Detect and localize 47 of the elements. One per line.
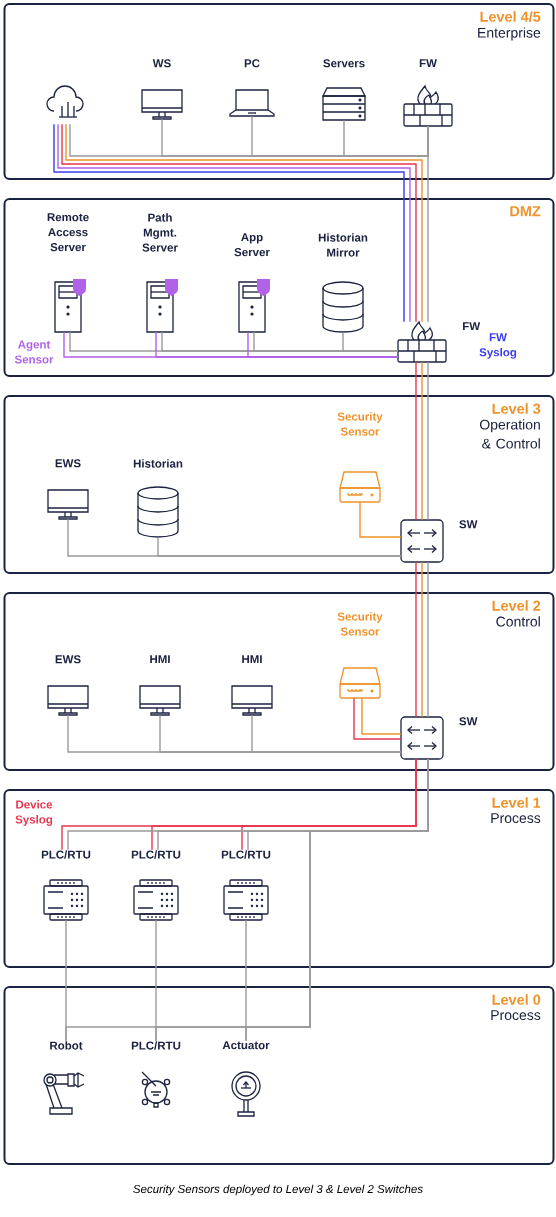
connector-line: [415, 561, 417, 718]
connector-line: [65, 919, 67, 1042]
connector-line: [361, 697, 402, 735]
sensor-label: Security Sensor: [337, 412, 383, 436]
connector-line: [421, 361, 423, 521]
device-label: PLC/RTU: [131, 1041, 181, 1050]
caption: Security Sensors deployed to Level 3 & Level 2 Switches: [133, 1184, 423, 1196]
device-label: Actuator: [222, 1041, 270, 1050]
device-label: PLC/RTU: [221, 850, 271, 859]
device-label: Remote Access Server: [47, 213, 89, 252]
connector-line: [245, 919, 247, 1042]
device-label: SW: [459, 717, 478, 726]
device-label: FW: [463, 322, 481, 331]
connector-line: [342, 331, 399, 352]
connector-line: [353, 697, 402, 740]
device-label: PC: [244, 59, 260, 68]
fw-syslog-label: FW Syslog: [479, 333, 517, 359]
device-label: HMI: [150, 655, 170, 664]
cloud-icon: [46, 85, 84, 118]
device-label: Historian: [133, 459, 183, 468]
connector-line: [343, 119, 429, 157]
device-label: Robot: [50, 1041, 83, 1050]
device-label: WS: [152, 59, 171, 68]
connector-line: [247, 331, 399, 358]
device-label: PLC/RTU: [131, 850, 181, 859]
device-label: SW: [459, 520, 478, 529]
connector-line: [427, 361, 429, 521]
connector-line: [359, 501, 402, 538]
device-label: FW: [419, 59, 437, 68]
sensor-label: Security Sensor: [337, 612, 383, 636]
device-label: Historian Mirror: [318, 233, 368, 257]
connector-line: [155, 919, 157, 1042]
device-label: EWS: [55, 459, 81, 468]
device-label: EWS: [55, 655, 81, 664]
connector-line: [415, 361, 417, 521]
agent-sensor-label: Agent Sensor: [14, 340, 54, 364]
device-label: Servers: [323, 59, 365, 68]
connector-line: [427, 561, 429, 718]
connector-line: [421, 561, 423, 718]
device-label: App Server: [234, 233, 270, 257]
device-syslog-label: Device Syslog: [15, 800, 53, 826]
device-label: PLC/RTU: [41, 850, 91, 859]
device-label: HMI: [242, 655, 262, 664]
connector-line: [157, 536, 402, 557]
device-label: Path Mgmt. Server: [142, 213, 178, 252]
connector-line: [427, 125, 429, 323]
connector-line: [251, 714, 402, 753]
